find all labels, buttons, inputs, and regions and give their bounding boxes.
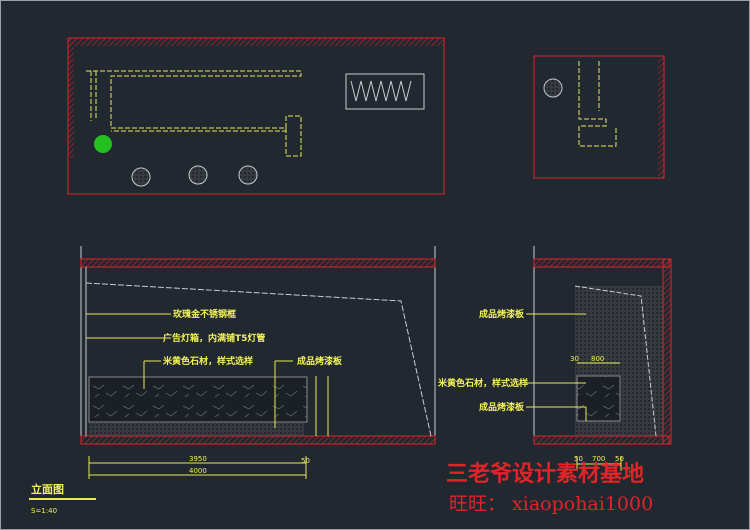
plant-icon — [94, 135, 112, 153]
label-stone: 米黄色石材，样式选样 — [162, 355, 253, 367]
dim-side-bot-b: 700 — [592, 455, 605, 463]
label-frame: 玫瑰金不锈钢框 — [173, 308, 236, 320]
side-elevation: 成品烤漆板 米黄色石材，样式选样 成品烤漆板 30 800 50 700 50 — [437, 246, 672, 471]
label-lightbox: 广告灯箱，内满铺T5灯管 — [163, 332, 265, 344]
stool-icon — [543, 78, 563, 98]
dim-total: 4000 — [189, 467, 207, 475]
dim-side-bot-c: 50 — [615, 455, 624, 463]
dim-side-top-a: 30 — [570, 355, 579, 363]
drawing-title: 立面图 — [31, 482, 64, 496]
floor-plan-side — [533, 55, 665, 179]
watermark-line2: 旺旺： xiaopohai1000 — [449, 493, 653, 515]
dim-side-top-b: 800 — [591, 355, 604, 363]
dim-end: 50 — [301, 457, 310, 465]
stool-icon — [188, 165, 208, 185]
stool-icon — [238, 165, 258, 185]
dim-inner: 3950 — [189, 455, 207, 463]
stool-icon — [131, 167, 151, 187]
label-side-stone: 米黄色石材，样式选样 — [437, 377, 528, 389]
label-side-panel-bottom: 成品烤漆板 — [479, 401, 525, 413]
label-side-panel-top: 成品烤漆板 — [479, 308, 525, 320]
dim-side-bot-a: 50 — [574, 455, 583, 463]
drawing-scale: S=1:40 — [31, 507, 57, 515]
floor-plan-main — [67, 37, 445, 195]
front-elevation: 玫瑰金不锈钢框 广告灯箱，内满铺T5灯管 米黄色石材，样式选样 成品烤漆板 39… — [29, 246, 436, 515]
label-panel: 成品烤漆板 — [297, 355, 343, 367]
watermark-line1: 三老爷设计素材基地 — [446, 461, 644, 487]
